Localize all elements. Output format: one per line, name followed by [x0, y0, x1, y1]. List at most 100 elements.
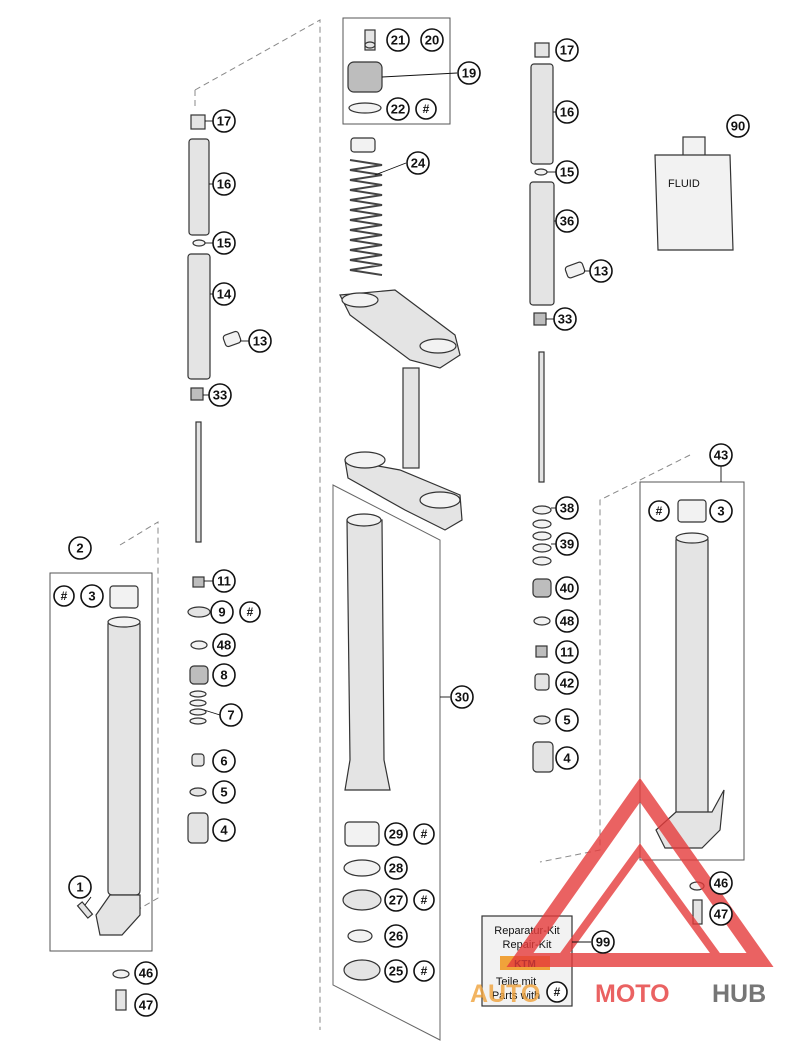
- left-inner-fork: [187, 114, 242, 844]
- damper-rod-left: [195, 421, 202, 543]
- shim-39c: [532, 543, 552, 553]
- svg-text:21: 21: [391, 33, 405, 48]
- shim-7d: [189, 717, 207, 725]
- callout-47-left: 47: [134, 993, 158, 1017]
- part-33-right: [533, 312, 547, 326]
- callout-hash-kit: #: [546, 981, 568, 1003]
- part-17-right: [534, 42, 550, 58]
- svg-text:17: 17: [560, 43, 574, 58]
- callout-25: 25: [384, 959, 408, 983]
- svg-text:17: 17: [217, 114, 231, 129]
- part-3-left: [109, 585, 139, 609]
- part-46-left: [112, 969, 130, 979]
- watermark-logo: AUTO MOTO HUB: [470, 777, 774, 1008]
- left-outer-box: [49, 572, 153, 952]
- center-column: [339, 29, 463, 981]
- callout-hash-3-right: #: [648, 500, 670, 522]
- part-11-left: [192, 576, 205, 588]
- part-36: [529, 181, 555, 306]
- fluid-label: FLUID: [668, 178, 700, 190]
- callout-5-left: 5: [212, 780, 236, 804]
- svg-text:26: 26: [389, 929, 403, 944]
- callout-43: 43: [709, 443, 733, 467]
- shim-39b: [532, 531, 552, 541]
- outer-tube-top-right: [675, 532, 709, 544]
- right-outer-dash: [539, 454, 691, 863]
- callout-47-right: 47: [709, 902, 733, 926]
- callout-hash-22: #: [415, 98, 437, 120]
- callout-16-right: 16: [555, 100, 579, 124]
- svg-text:3: 3: [717, 504, 724, 519]
- svg-text:16: 16: [560, 105, 574, 120]
- part-14-left: [187, 253, 211, 380]
- svg-text:#: #: [247, 605, 254, 619]
- fluid-container: [654, 154, 734, 251]
- callout-46-left: 46: [134, 961, 158, 985]
- callout-11-right: 11: [555, 640, 579, 664]
- svg-text:99: 99: [596, 935, 610, 950]
- callout-16-left: 16: [212, 172, 236, 196]
- watermark-text-1: AUTO: [470, 980, 540, 1008]
- svg-text:27: 27: [389, 893, 403, 908]
- svg-text:33: 33: [213, 388, 227, 403]
- part-13-right: [564, 261, 586, 279]
- callout-3-right: 3: [709, 499, 733, 523]
- callout-26: 26: [384, 924, 408, 948]
- part-33-left: [190, 387, 204, 401]
- callout-11-left: 11: [212, 569, 236, 593]
- callout-22: 22: [386, 97, 410, 121]
- upper-clamp-hole-right: [419, 338, 457, 354]
- svg-text:6: 6: [220, 754, 227, 769]
- callout-3-left: 3: [80, 584, 104, 608]
- part-19-cap: [347, 61, 383, 93]
- part-40: [532, 578, 552, 598]
- svg-text:48: 48: [560, 614, 574, 629]
- svg-text:47: 47: [139, 998, 153, 1013]
- svg-text:#: #: [656, 504, 663, 518]
- shim-39d: [532, 556, 552, 566]
- callout-9: 9: [210, 600, 234, 624]
- callout-hash-3-left: #: [53, 585, 75, 607]
- watermark-text-3: HUB: [712, 980, 766, 1008]
- svg-text:90: 90: [731, 119, 745, 134]
- outer-tube-right: [675, 535, 709, 819]
- svg-text:2: 2: [76, 541, 83, 556]
- part-3-right: [677, 499, 707, 523]
- svg-text:38: 38: [560, 501, 574, 516]
- part-26: [347, 929, 373, 943]
- svg-text:14: 14: [217, 287, 232, 302]
- svg-text:20: 20: [425, 33, 439, 48]
- part-4-right: [532, 741, 554, 773]
- svg-text:47: 47: [714, 907, 728, 922]
- left-outer-tube: [76, 585, 141, 1011]
- part-4-left: [187, 812, 209, 844]
- part-22: [348, 102, 382, 114]
- callout-hash-27: #: [413, 889, 435, 911]
- callout-17-right: 17: [555, 38, 579, 62]
- shim-7b: [189, 699, 207, 707]
- axle-clamp-left: [95, 894, 141, 936]
- part-30-tube: [344, 519, 391, 791]
- callout-hash-9: #: [239, 601, 261, 623]
- svg-text:22: 22: [391, 102, 405, 117]
- callout-33-left: 33: [208, 383, 232, 407]
- callout-99: 99: [591, 930, 615, 954]
- kit-line-4: Parts with: [492, 990, 540, 1002]
- callout-40: 40: [555, 576, 579, 600]
- svg-text:13: 13: [594, 264, 608, 279]
- callout-30: 30: [450, 685, 474, 709]
- svg-text:#: #: [421, 964, 428, 978]
- part-21: [364, 29, 376, 51]
- part-16-left: [188, 138, 210, 236]
- callout-20: 20: [420, 28, 444, 52]
- callout-48-left: 48: [212, 633, 236, 657]
- svg-text:46: 46: [714, 876, 728, 891]
- svg-text:28: 28: [389, 861, 403, 876]
- part-20: [364, 41, 376, 49]
- svg-text:39: 39: [560, 537, 574, 552]
- callout-36: 36: [555, 209, 579, 233]
- svg-text:33: 33: [558, 312, 572, 327]
- svg-text:25: 25: [389, 964, 403, 979]
- svg-text:11: 11: [217, 574, 231, 589]
